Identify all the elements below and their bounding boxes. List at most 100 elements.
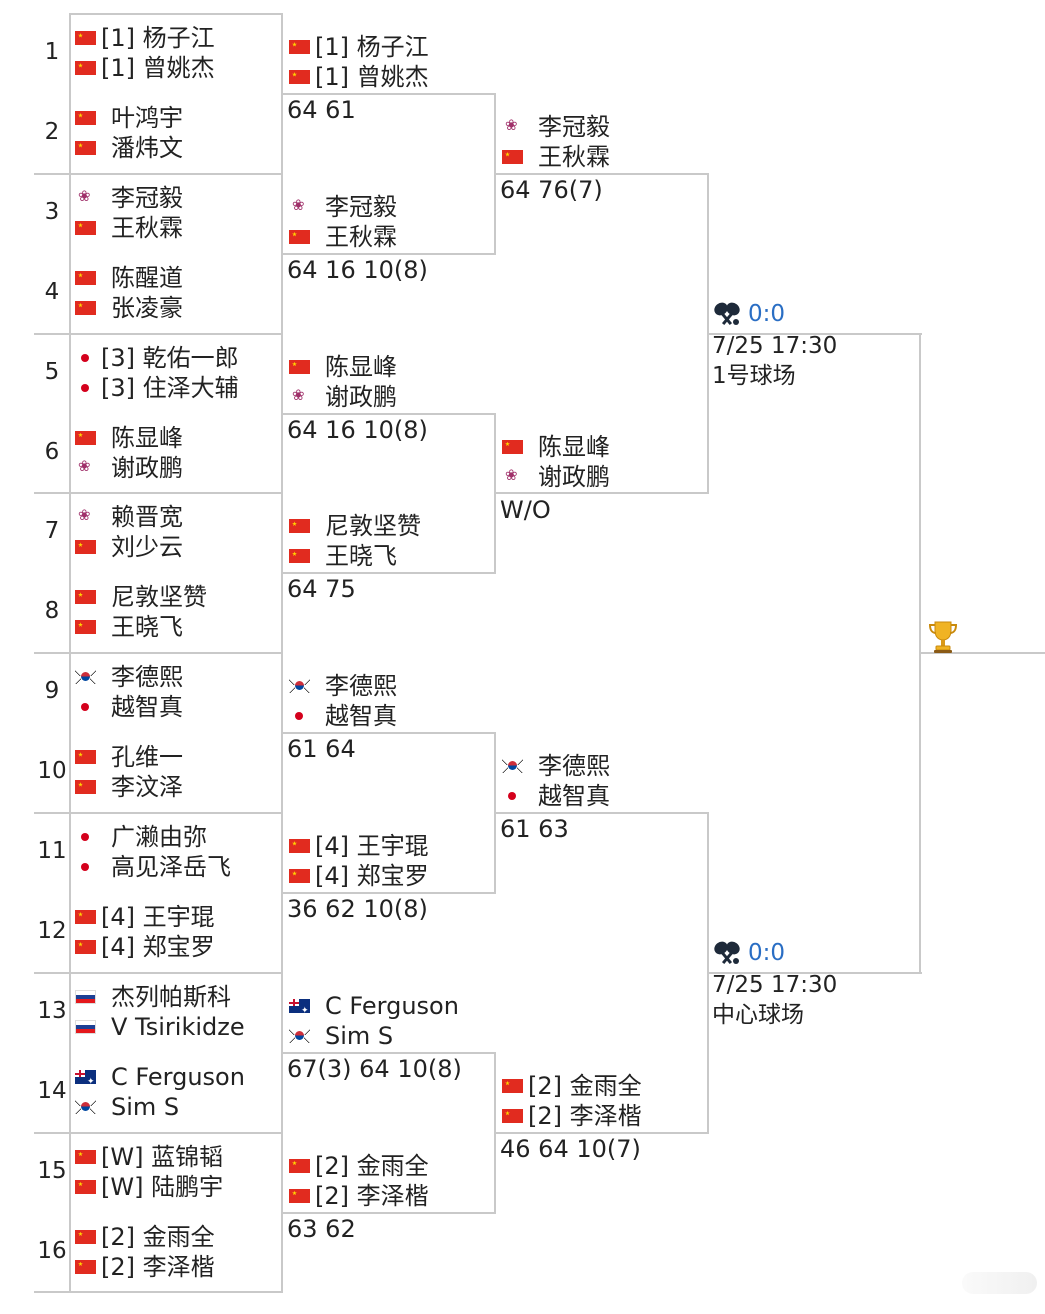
r2-player-1-1[interactable]: [1] 杨子江 [289, 32, 429, 62]
r1-player-2-1[interactable]: 叶鸿宇 [75, 103, 183, 133]
r1-player-16-1[interactable]: [2] 金雨全 [75, 1222, 215, 1252]
r1-player-9-1[interactable]: 李德熙 [75, 662, 183, 692]
flag-cn-icon [75, 1149, 96, 1164]
r3-result-line [496, 812, 709, 814]
r2-result-line [283, 412, 496, 415]
flag-tpe-icon [289, 195, 310, 215]
match-time: 7/25 17:30 [712, 332, 838, 359]
r1-player-12-1[interactable]: [4] 王宇琨 [75, 902, 215, 932]
r1-player-5-2[interactable]: [3] 住泽大辅 [75, 373, 239, 403]
player-name: [W] 陆鹏宇 [101, 1172, 224, 1201]
r1-player-14-1[interactable]: C Ferguson [75, 1062, 245, 1097]
flag-cn-icon [502, 439, 523, 454]
r1-player-14-2[interactable]: Sim S [75, 1092, 179, 1122]
r1-player-1-2[interactable]: [1] 曾姚杰 [75, 53, 215, 83]
r1-player-3-2[interactable]: 王秋霖 [75, 213, 183, 243]
player-name: 王秋霖 [538, 142, 610, 171]
player-name: 李冠毅 [538, 112, 610, 141]
r1-player-16-2[interactable]: [2] 李泽楷 [75, 1252, 215, 1282]
r1-player-6-1[interactable]: 陈显峰 [75, 423, 183, 453]
r3-player-3-1[interactable]: 李德熙 [502, 751, 610, 781]
r2-player-6-1[interactable]: [4] 王宇琨 [289, 831, 429, 861]
flag-tpe-icon [502, 115, 523, 135]
r1-player-4-1[interactable]: 陈醒道 [75, 263, 183, 293]
r2-connector [494, 412, 496, 575]
r1-player-9-2[interactable]: 越智真 [75, 692, 183, 722]
player-name: 张凌豪 [111, 293, 183, 322]
r3-score-4: 46 64 10(7) [500, 1134, 641, 1163]
r2-player-4-1[interactable]: 尼敦坚赞 [289, 511, 421, 541]
player-name: 谢政鹏 [111, 453, 183, 482]
r3-player-1-1[interactable]: 李冠毅 [502, 112, 610, 142]
r2-player-6-2[interactable]: [4] 郑宝罗 [289, 861, 429, 891]
player-name: 越智真 [538, 782, 610, 811]
r1-divider [34, 332, 283, 335]
r2-player-8-1[interactable]: [2] 金雨全 [289, 1151, 429, 1181]
r3-player-4-1[interactable]: [2] 金雨全 [502, 1071, 642, 1101]
r2-player-2-2[interactable]: 王秋霖 [289, 222, 397, 252]
r1-player-11-1[interactable]: 广濑由弥 [75, 822, 207, 852]
r3-player-3-2[interactable]: 越智真 [502, 781, 610, 811]
r2-score-8: 63 62 [287, 1214, 356, 1243]
r1-player-1-1[interactable]: [1] 杨子江 [75, 23, 215, 53]
r1-player-3-1[interactable]: 李冠毅 [75, 183, 183, 213]
r2-player-1-2[interactable]: [1] 曾姚杰 [289, 62, 429, 92]
player-name: 叶鸿宇 [111, 103, 183, 132]
r2-player-8-2[interactable]: [2] 李泽楷 [289, 1181, 429, 1211]
r2-connector [494, 1051, 496, 1214]
r1-player-8-1[interactable]: 尼敦坚赞 [75, 582, 207, 612]
r3-player-4-2[interactable]: [2] 李泽楷 [502, 1101, 642, 1131]
r2-player-7-1[interactable]: C Ferguson [289, 991, 459, 1026]
flag-jp-icon [75, 350, 96, 365]
r2-player-4-2[interactable]: 王晓飞 [289, 541, 397, 571]
r3-player-2-2[interactable]: 谢政鹏 [502, 462, 610, 492]
r2-score-7: 67(3) 64 10(8) [287, 1054, 462, 1083]
r1-player-13-1[interactable]: 杰列帕斯科 [75, 982, 231, 1012]
r1-player-7-2[interactable]: 刘少云 [75, 532, 183, 562]
flag-jp-icon [75, 380, 96, 395]
r1-player-6-2[interactable]: 谢政鹏 [75, 453, 183, 483]
r1-player-15-1[interactable]: [W] 蓝锦韬 [75, 1142, 223, 1172]
match-time: 7/25 17:30 [712, 971, 838, 998]
draw-position-10: 10 [37, 758, 67, 785]
match-court: 中心球场 [712, 1001, 804, 1028]
r1-player-13-2[interactable]: V Tsirikidze [75, 1012, 245, 1042]
r2-score-3: 64 16 10(8) [287, 415, 428, 444]
r1-player-12-2[interactable]: [4] 郑宝罗 [75, 932, 215, 962]
sf-line [709, 971, 922, 974]
flag-cn-icon [75, 1229, 96, 1244]
r1-player-5-1[interactable]: [3] 乾佑一郎 [75, 343, 239, 373]
r2-player-7-2[interactable]: Sim S [289, 1021, 393, 1051]
r1-divider [34, 1131, 283, 1134]
r2-player-3-1[interactable]: 陈显峰 [289, 352, 397, 382]
r1-player-15-2[interactable]: [W] 陆鹏宇 [75, 1172, 223, 1202]
draw-position-11: 11 [37, 838, 67, 864]
flag-cn-icon [289, 40, 310, 54]
r1-player-10-2[interactable]: 李汶泽 [75, 772, 183, 802]
r2-player-5-2[interactable]: 越智真 [289, 701, 397, 731]
player-name: 陈显峰 [111, 423, 183, 452]
flag-cn-icon [75, 540, 96, 555]
r2-player-3-2[interactable]: 谢政鹏 [289, 382, 397, 412]
r2-player-5-1[interactable]: 李德熙 [289, 671, 397, 701]
r1-divider [34, 1291, 283, 1294]
player-name: 李德熙 [111, 663, 183, 692]
player-name: 广濑由弥 [111, 823, 207, 851]
player-name: 王晓飞 [325, 542, 397, 571]
r1-player-2-2[interactable]: 潘炜文 [75, 133, 183, 163]
r3-player-2-1[interactable]: 陈显峰 [502, 432, 610, 462]
r1-player-11-2[interactable]: 高见泽岳飞 [75, 852, 231, 882]
r3-player-1-2[interactable]: 王秋霖 [502, 142, 610, 172]
flag-cn-icon [75, 1259, 96, 1274]
player-name: [W] 蓝锦韬 [101, 1142, 224, 1171]
r1-player-8-2[interactable]: 王晓飞 [75, 612, 183, 642]
r1-player-10-1[interactable]: 孔维一 [75, 742, 183, 772]
player-name: 陈醒道 [111, 263, 183, 292]
r1-player-4-2[interactable]: 张凌豪 [75, 293, 183, 323]
r2-player-2-1[interactable]: 李冠毅 [289, 192, 397, 222]
player-name: [3] 乾佑一郎 [101, 343, 239, 372]
r1-player-7-1[interactable]: 赖晋宽 [75, 502, 183, 532]
draw-position-1: 1 [44, 39, 60, 65]
